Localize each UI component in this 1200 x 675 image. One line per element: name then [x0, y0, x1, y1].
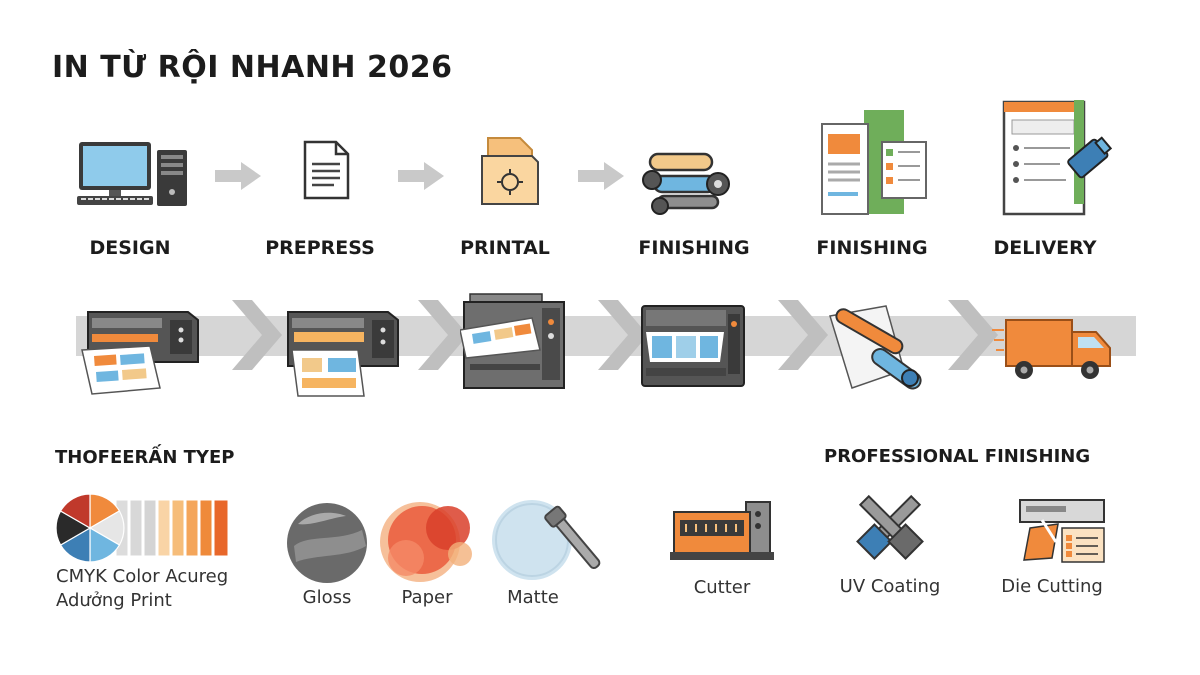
flow-arrow-icon — [578, 162, 624, 190]
cmyk-swatch-icon — [56, 493, 229, 563]
step-label-finishing-2: FINISHING — [816, 237, 928, 259]
cutter-machine-icon — [670, 501, 774, 560]
flow-arrow-icon — [398, 162, 444, 190]
cmyk-caption-line1: CMYK Color Acureg — [56, 566, 229, 587]
computer-icon — [77, 142, 187, 206]
gloss-label: Gloss — [302, 587, 352, 608]
finishing-heading: PROFESSIONAL FINISHING — [824, 446, 1091, 467]
paper-label: Paper — [401, 587, 453, 608]
large-format-printer-icon — [641, 305, 745, 387]
step-label-design: DESIGN — [89, 237, 171, 259]
cmyk-caption-line2: Adưởng Print — [56, 590, 172, 611]
uv-coating-label: UV Coating — [839, 576, 941, 597]
laminate-roll-icon — [829, 305, 922, 390]
roller-icon — [642, 152, 730, 215]
step-label-prepress: PREPRESS — [265, 237, 375, 259]
paper-swatch-icon — [380, 502, 472, 582]
brochure-icon — [821, 110, 927, 215]
cutter-label: Cutter — [693, 577, 751, 598]
die-cutting-icon — [1019, 499, 1105, 563]
form-icon — [1002, 100, 1112, 216]
page-title: IN TỪ RỘI NHANH 2026 — [52, 50, 453, 85]
process-band — [76, 300, 1136, 370]
press-icon — [460, 293, 565, 389]
printer-icon — [287, 311, 399, 397]
document-icon — [303, 140, 350, 200]
types-heading: THOFEERẤN TYEP — [55, 447, 235, 468]
print-file-icon — [481, 137, 539, 205]
matte-swatch-icon — [492, 500, 601, 580]
printer-icon — [81, 311, 199, 395]
delivery-truck-icon — [992, 319, 1111, 379]
die-cutting-label: Die Cutting — [1001, 576, 1103, 597]
matte-label: Matte — [507, 587, 559, 608]
uv-coating-icon — [856, 494, 924, 560]
step-label-delivery: DELIVERY — [993, 237, 1097, 259]
gloss-swatch-icon — [287, 503, 367, 583]
flow-arrow-icon — [215, 162, 261, 190]
step-label-printal: PRINTAL — [460, 237, 550, 259]
step-label-finishing: FINISHING — [638, 237, 750, 259]
